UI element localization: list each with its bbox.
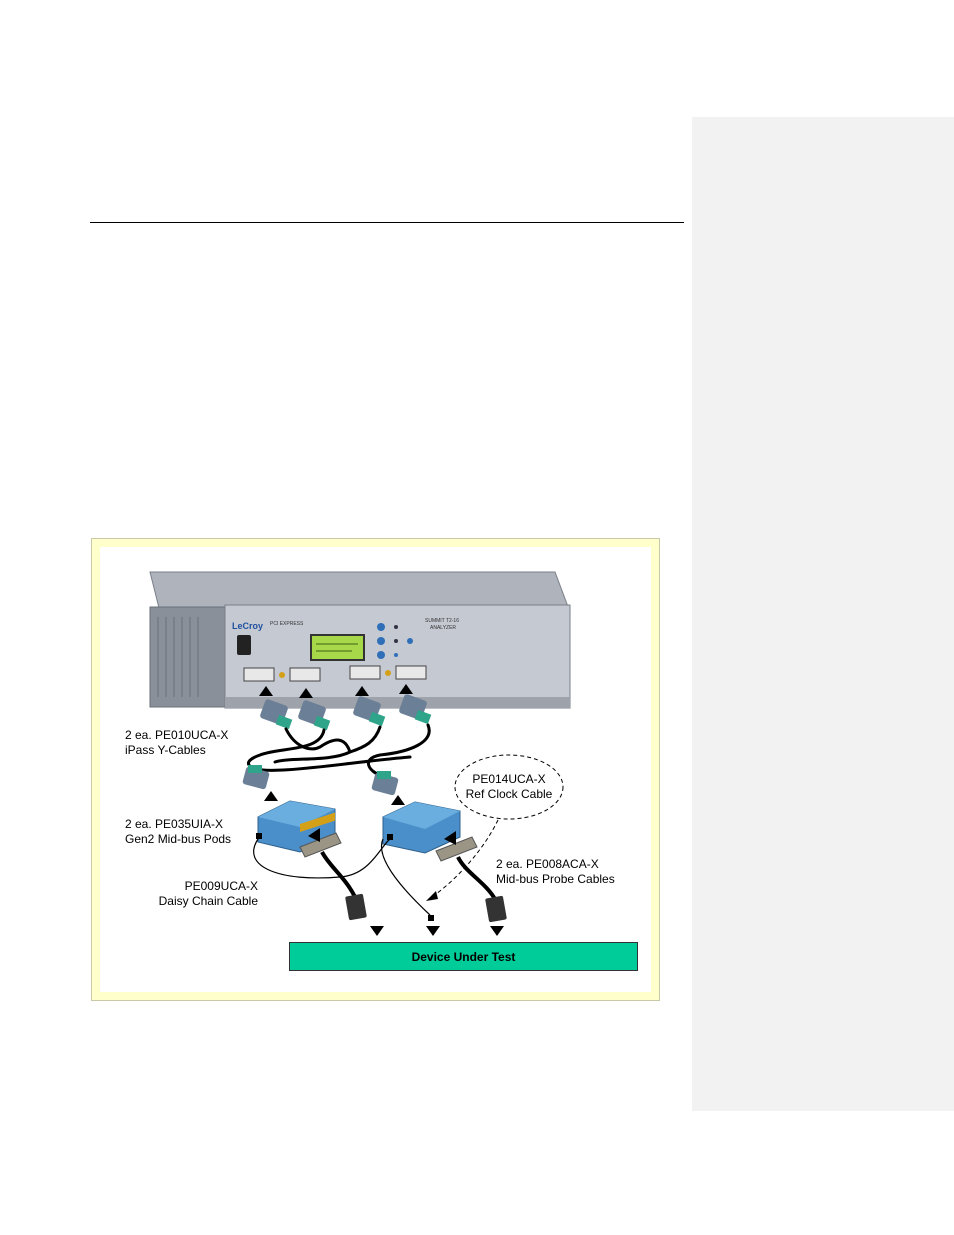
lcd-display <box>311 635 364 660</box>
section-divider <box>90 222 684 223</box>
dut-label: Device Under Test <box>412 950 516 964</box>
probe-cables-label-line2: Mid-bus Probe Cables <box>496 872 615 887</box>
diagram-graphics: LeCroy PCI EXPRESS SUMMIT T2-16 ANALYZER <box>100 547 651 992</box>
clock-connector-icon <box>279 672 285 678</box>
y-cable-wires <box>248 725 429 775</box>
probe-cables-label-line1: 2 ea. PE008ACA-X <box>496 857 599 872</box>
ref-clock-label-line2: Ref Clock Cable <box>455 787 563 802</box>
y-cables-label-line1: 2 ea. PE010UCA-X <box>125 728 228 743</box>
power-switch-icon <box>237 635 251 655</box>
device-under-test-box: Device Under Test <box>289 942 638 971</box>
connection-diagram: LeCroy PCI EXPRESS SUMMIT T2-16 ANALYZER <box>100 547 651 992</box>
midbus-pod-2 <box>383 802 460 853</box>
figure-frame: LeCroy PCI EXPRESS SUMMIT T2-16 ANALYZER <box>91 538 660 1001</box>
pods-label-line2: Gen2 Mid-bus Pods <box>125 832 231 847</box>
model-type: ANALYZER <box>430 625 456 631</box>
ref-clock-label-line1: PE014UCA-X <box>455 772 563 787</box>
probe-tips <box>345 894 507 923</box>
pods-label-line1: 2 ea. PE035UIA-X <box>125 817 223 832</box>
comment-pane <box>692 117 954 1111</box>
y-cables-label-line2: iPass Y-Cables <box>125 743 206 758</box>
product-name: PCI EXPRESS <box>270 621 304 627</box>
model-name: SUMMIT T2-16 <box>425 618 459 624</box>
clock-connector-icon-2 <box>385 670 391 676</box>
brand-logo: LeCroy <box>232 621 263 631</box>
daisy-chain-label-line1: PE009UCA-X <box>140 879 258 894</box>
dut-arrows <box>370 926 504 936</box>
daisy-chain-label-line2: Daisy Chain Cable <box>140 894 258 909</box>
